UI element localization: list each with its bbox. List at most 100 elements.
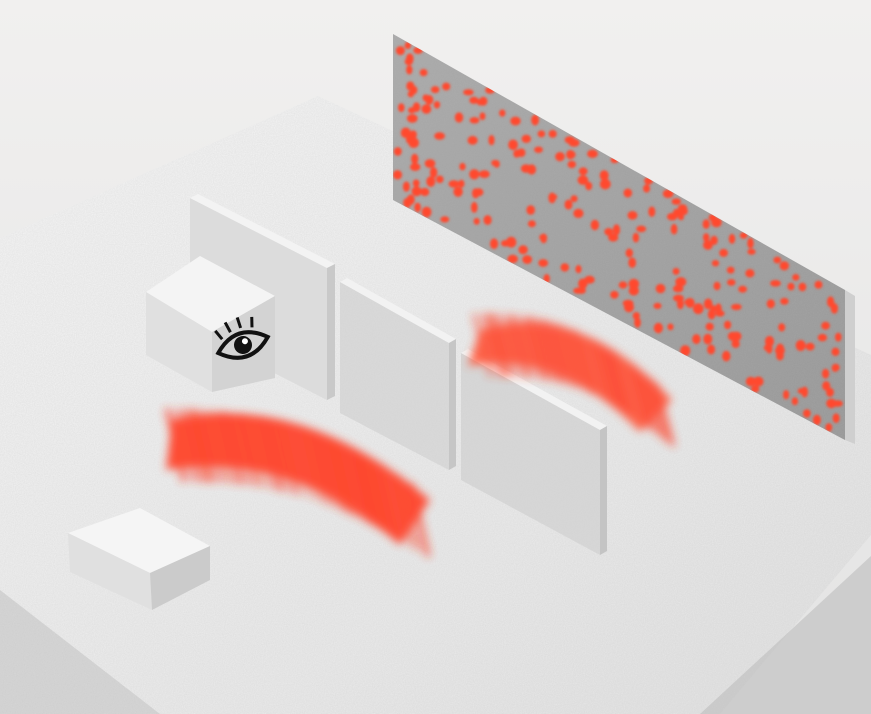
speckle-dot bbox=[722, 350, 731, 362]
speckle-dot bbox=[516, 148, 526, 157]
speckle-dot bbox=[627, 211, 638, 220]
wave-stripe bbox=[560, 324, 581, 390]
wave-stripe bbox=[586, 336, 606, 400]
wave-stripe bbox=[617, 356, 637, 419]
speckle-dot bbox=[773, 256, 782, 264]
wave-stripe bbox=[178, 408, 199, 483]
speckle-dot bbox=[425, 95, 434, 105]
speckle-dot bbox=[648, 206, 656, 217]
speckle-dot bbox=[585, 181, 593, 191]
speckle-dot bbox=[458, 179, 465, 188]
wave-stripe bbox=[384, 468, 403, 541]
speckle-dot bbox=[483, 215, 492, 225]
speckle-dot bbox=[473, 217, 480, 225]
speckle-dot bbox=[406, 53, 414, 64]
wave-stripe bbox=[238, 412, 258, 487]
speckle-dot bbox=[510, 116, 521, 126]
eye-icon bbox=[214, 316, 271, 360]
wave-stripe bbox=[251, 415, 271, 489]
speckle-dot bbox=[673, 294, 684, 302]
speckle-dot bbox=[805, 342, 815, 351]
wave-stripe bbox=[409, 482, 431, 558]
speckle-dot bbox=[518, 245, 528, 255]
speckle-dot bbox=[830, 303, 839, 314]
speckle-dot bbox=[707, 309, 716, 320]
speckle-dot bbox=[705, 322, 714, 331]
occluder-wall-center bbox=[340, 278, 456, 470]
wave-stripe bbox=[291, 425, 310, 498]
speckle-dot bbox=[406, 65, 413, 75]
wave-stripe bbox=[311, 431, 331, 506]
speckle-dot bbox=[403, 197, 412, 208]
speckle-dot bbox=[832, 413, 840, 424]
speckle-dot bbox=[727, 279, 736, 286]
speckle-dot bbox=[506, 236, 517, 248]
wave-stripe bbox=[509, 314, 530, 379]
wave-stripe bbox=[541, 319, 562, 384]
wave-stripe bbox=[553, 322, 575, 387]
wave-stripe bbox=[257, 415, 278, 491]
wave-stripe bbox=[580, 333, 599, 396]
speckle-dot bbox=[672, 284, 684, 293]
speckle-dot bbox=[747, 237, 754, 249]
speckle-dot bbox=[534, 146, 543, 153]
speckle-dot bbox=[577, 175, 589, 185]
wave-stripe bbox=[330, 439, 351, 514]
speckle-dot bbox=[797, 388, 806, 394]
speckle-dot bbox=[636, 225, 647, 233]
speckle-dot bbox=[831, 364, 839, 372]
wave-stripe bbox=[598, 343, 619, 408]
speckle-dot bbox=[747, 248, 756, 255]
speckle-dot bbox=[653, 302, 662, 309]
speckle-dot bbox=[469, 169, 480, 180]
wave-stripe bbox=[224, 411, 245, 485]
speckle-dot bbox=[527, 164, 537, 175]
wave-stripe bbox=[297, 427, 317, 501]
speckle-dot bbox=[812, 414, 821, 426]
speckle-dot bbox=[817, 333, 828, 342]
wave-stripe bbox=[271, 419, 291, 493]
speckle-dot bbox=[731, 303, 742, 311]
speckle-dot bbox=[531, 114, 539, 126]
wave-stripe bbox=[572, 329, 594, 394]
wave-stripe bbox=[497, 313, 517, 378]
speckle-dot bbox=[778, 323, 786, 332]
wave-stripe bbox=[277, 420, 299, 496]
wave-stripe bbox=[522, 315, 543, 380]
speckle-dot bbox=[429, 167, 438, 178]
speckle-dot bbox=[442, 82, 451, 91]
speckle-dot bbox=[787, 282, 795, 291]
wave-stripe bbox=[318, 434, 337, 508]
speckle-dot bbox=[434, 132, 445, 140]
speckle-dot bbox=[814, 280, 823, 289]
speckle-dot bbox=[411, 186, 422, 197]
speckle-dot bbox=[404, 41, 412, 50]
speckle-dot bbox=[779, 261, 789, 271]
speckle-dot bbox=[436, 175, 444, 184]
wave-stripe bbox=[263, 416, 285, 492]
wave-stripe bbox=[184, 408, 206, 483]
wave-stripe bbox=[642, 373, 663, 438]
speckle-dot bbox=[488, 135, 495, 146]
speckle-dot bbox=[763, 344, 773, 352]
speckle-dot bbox=[738, 285, 747, 293]
speckle-dot bbox=[566, 149, 575, 160]
speckle-dot bbox=[507, 254, 518, 264]
speckle-dot bbox=[653, 322, 664, 334]
wave-stripe bbox=[503, 313, 524, 378]
wave-stripe bbox=[404, 480, 423, 553]
speckle-dot bbox=[780, 297, 789, 305]
wave-stripe bbox=[484, 313, 505, 378]
wave-stripe bbox=[655, 383, 675, 447]
speckle-dot bbox=[795, 340, 806, 351]
speckle-dot bbox=[469, 96, 479, 104]
speckle-dot bbox=[632, 232, 640, 243]
speckle-dot bbox=[490, 238, 499, 249]
speckle-dot bbox=[825, 423, 833, 432]
speckle-dot bbox=[564, 199, 573, 210]
wave-stripe bbox=[205, 409, 225, 483]
speckle-dot bbox=[628, 278, 640, 289]
speckle-dot bbox=[467, 135, 478, 145]
speckle-dot bbox=[567, 160, 576, 169]
wave-stripe bbox=[472, 313, 492, 377]
